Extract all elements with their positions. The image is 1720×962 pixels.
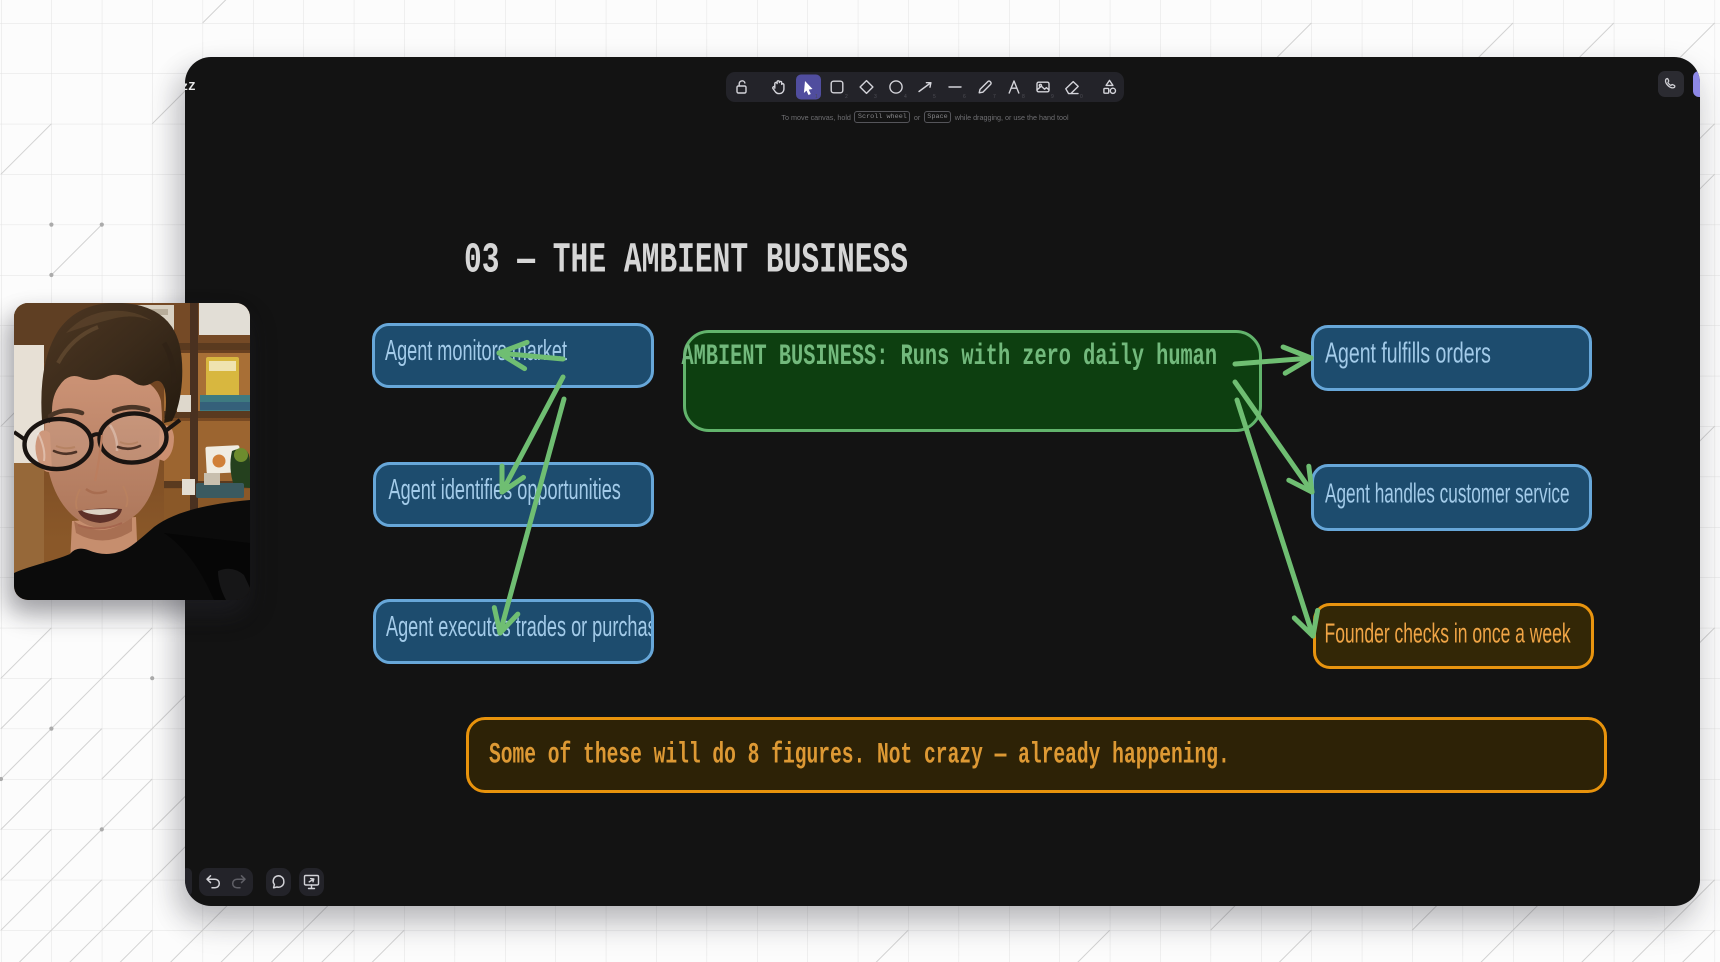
svg-text:0: 0 [1080,94,1083,100]
svg-text:5: 5 [933,94,936,100]
svg-text:8: 8 [1022,94,1025,100]
svg-text:6: 6 [963,94,966,100]
svg-text:9: 9 [1051,94,1054,100]
svg-text:2: 2 [845,94,848,100]
svg-text:3: 3 [874,94,877,100]
svg-text:4: 4 [904,94,907,100]
svg-text:1: 1 [815,94,818,100]
svg-text:7: 7 [993,94,996,100]
